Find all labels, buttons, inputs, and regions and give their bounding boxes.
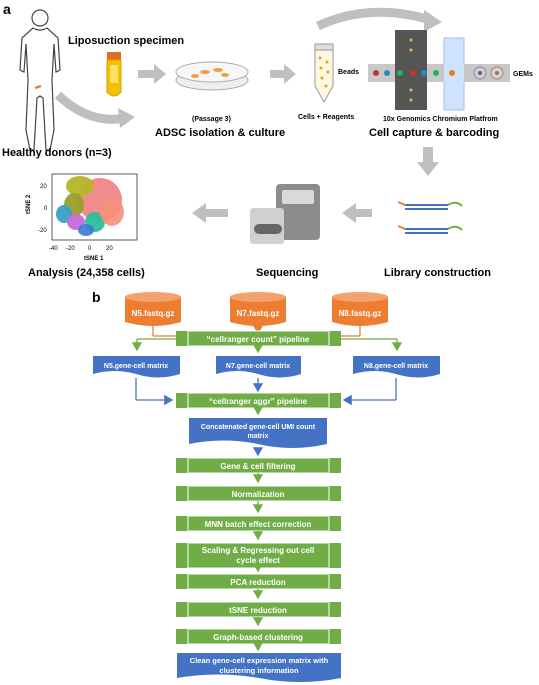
step-scaling-label-2: cycle effect (236, 556, 280, 565)
step-pca: PCA reduction (176, 573, 341, 590)
step-filtering: Gene & cell filtering (176, 457, 341, 474)
count-pipeline-label: “cellranger count” pipeline (207, 335, 310, 344)
analysis-label: Analysis (24,358 cells) (28, 267, 145, 279)
step-pca-label: PCA reduction (230, 578, 285, 587)
matrix-n5-label: N5.gene-cell matrix (104, 363, 168, 370)
fastq-n5: N5.fastq.gz (125, 292, 181, 326)
aggr-pipeline-box: “cellranger aggr” pipeline (176, 392, 341, 409)
arrow-a5 (192, 203, 228, 223)
concat-label-1: Concatenated gene-cell UMI count (201, 424, 316, 431)
step-tsne: tSNE reduction (176, 601, 341, 618)
library-label: Library construction (384, 267, 491, 279)
chromium-chip-icon (368, 30, 510, 111)
tsne-ylabel: tSNE 2 (26, 194, 32, 214)
step-scaling-label-1: Scaling & Regressing out cell (202, 546, 314, 555)
library-dna-icon (397, 201, 463, 234)
tsne-ytick: 0 (44, 206, 48, 212)
final-label-1: Clean gene-cell expression matrix with (190, 656, 329, 665)
tsne-clusters (56, 176, 124, 236)
step-normalization: Normalization (176, 485, 341, 502)
panel-a-label: a (3, 1, 11, 17)
tsne-xlabel: tSNE 1 (84, 256, 104, 262)
tsne-xtick: 20 (106, 246, 113, 252)
gems-label: GEMs (513, 71, 533, 78)
specimen-label: Liposuction specimen (68, 35, 184, 47)
concat-label-2: matrix (247, 433, 268, 440)
tsne-ytick: 20 (40, 184, 47, 190)
curved-arrow-top (316, 7, 432, 31)
cells-reagents-label: Cells + Reagents (298, 114, 354, 121)
final-label-2: clustering information (219, 666, 299, 675)
fastq-n7-label: N7.fastq.gz (237, 309, 280, 318)
isolation-label: ADSC isolation & culture (155, 127, 285, 139)
tsne-xtick: -40 (49, 246, 58, 252)
specimen-tube-icon (106, 52, 122, 97)
matrix-n8: N8.gene-cell matrix (353, 356, 440, 378)
fastq-n7: N7.fastq.gz (230, 292, 286, 326)
arrow-a3 (417, 147, 439, 176)
count-pipeline-box: “cellranger count” pipeline (176, 330, 341, 347)
step-mnn-label: MNN batch effect correction (205, 520, 312, 529)
step-filtering-label: Gene & cell filtering (220, 462, 295, 471)
bead-tube-icon (314, 43, 334, 104)
concat-matrix-box: Concatenated gene-cell UMI count matrix (189, 418, 327, 448)
fastq-n8-label: N8.fastq.gz (339, 309, 382, 318)
step-clustering: Graph-based clustering (176, 628, 341, 645)
arrow-a4 (342, 203, 372, 223)
donor-to-tube-arrow (54, 91, 126, 124)
step-clustering-label: Graph-based clustering (213, 633, 303, 642)
matrix-n7-label: N7.gene-cell matrix (226, 363, 290, 370)
donors-label: Healthy donors (n=3) (2, 147, 112, 159)
aggr-pipeline-label: “cellranger aggr” pipeline (209, 397, 308, 406)
human-figure-icon (19, 9, 61, 151)
tsne-plot: tSNE 2 tSNE 1 -40 -20 0 20 20 0 -20 (26, 173, 138, 262)
beads-label: Beads (338, 69, 359, 76)
arrow-a2 (270, 64, 296, 84)
step-mnn: MNN batch effect correction (176, 515, 341, 532)
step-scaling: Scaling & Regressing out cell cycle effe… (176, 542, 341, 569)
matrix-n8-label: N8.gene-cell matrix (364, 363, 428, 370)
fastq-n8: N8.fastq.gz (332, 292, 388, 326)
tsne-xtick: -20 (66, 246, 75, 252)
matrix-n7: N7.gene-cell matrix (216, 356, 301, 378)
passage-label: (Passage 3) (192, 116, 231, 123)
platform-label: 10x Genomics Chromium Platfrom (383, 116, 498, 123)
petri-dish-icon (175, 61, 249, 91)
step-normalization-label: Normalization (232, 490, 285, 499)
capture-label: Cell capture & barcoding (369, 127, 499, 139)
sequencer-icon (250, 184, 320, 244)
tsne-xtick: 0 (88, 246, 92, 252)
fastq-n5-label: N5.fastq.gz (132, 309, 175, 318)
final-matrix-box: Clean gene-cell expression matrix with c… (177, 653, 341, 682)
panel-b-label: b (92, 289, 101, 305)
step-tsne-label: tSNE reduction (229, 606, 287, 615)
matrix-n5: N5.gene-cell matrix (93, 356, 180, 378)
tsne-ytick: -20 (38, 228, 47, 234)
arrow-a1 (138, 64, 166, 84)
sequencing-label: Sequencing (256, 267, 318, 279)
